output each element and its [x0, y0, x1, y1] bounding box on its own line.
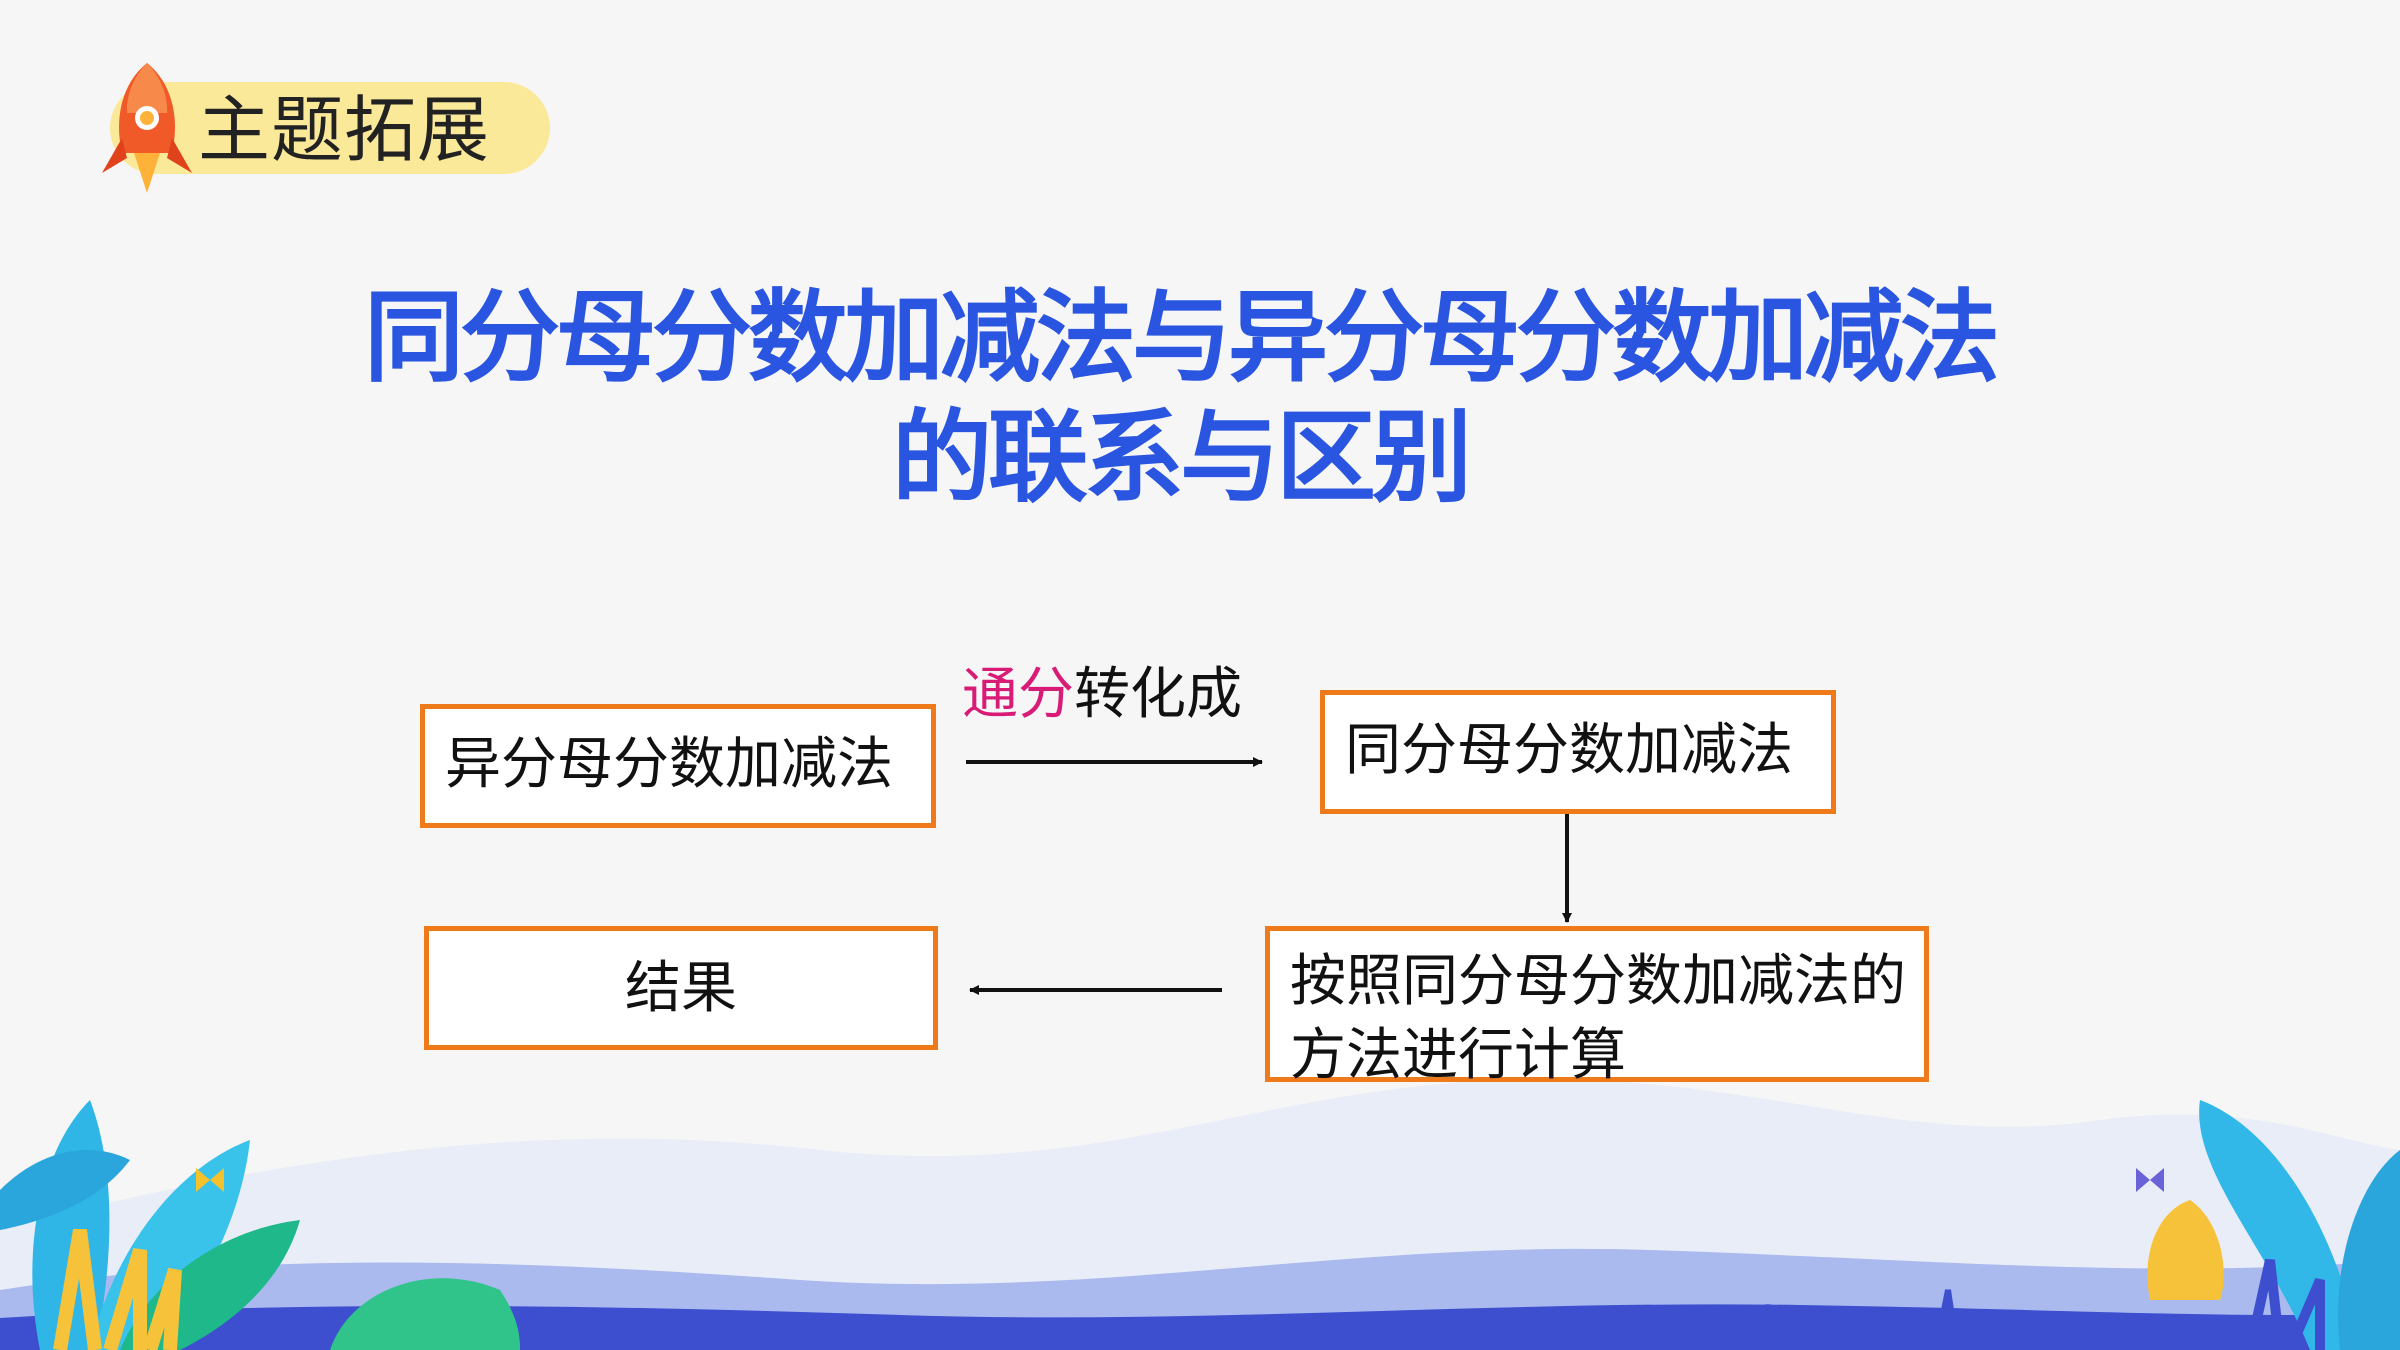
box-result-label: 结果: [625, 956, 737, 1021]
plant-grass-right: [2245, 1258, 2325, 1350]
butterfly-right: [2136, 1168, 2164, 1192]
plant-leaf-left-3: [0, 1150, 130, 1230]
rocket-icon: [102, 63, 192, 193]
conversion-label-accent: 通分: [962, 662, 1074, 727]
plant-grass-mid: [1757, 1289, 1957, 1336]
page-title-line1: 同分母分数加减法与异分母分数加减法: [364, 279, 2000, 396]
conversion-label: 通分转化成: [962, 660, 1242, 730]
plant-green-bump: [330, 1278, 520, 1350]
plant-yellow-right: [2147, 1200, 2224, 1300]
box-common-denominator-label: 同分母分数加减法: [1345, 718, 1793, 783]
plant-leaf-right-2: [2338, 1150, 2400, 1350]
box-heterogeneous-denominator-label: 异分母分数加减法: [445, 732, 893, 797]
box-calculation-method-label: 按照同分母分数加减法的方法进行计算: [1290, 949, 1906, 1088]
plant-grass-yellow: [53, 1228, 182, 1350]
box-common-denominator: 同分母分数加减法: [1320, 690, 1836, 814]
background-hill-dark: [0, 1304, 2400, 1350]
topic-badge-label: 主题拓展: [198, 88, 491, 172]
box-calculation-method: 按照同分母分数加减法的方法进行计算: [1265, 926, 1929, 1088]
page-title-line2: 的联系与区别: [892, 399, 1472, 516]
box-heterogeneous-denominator: 异分母分数加减法: [420, 704, 936, 828]
box-result: 结果: [424, 926, 938, 1050]
conversion-label-rest: 转化成: [1074, 662, 1242, 727]
butterfly-left: [196, 1168, 224, 1192]
